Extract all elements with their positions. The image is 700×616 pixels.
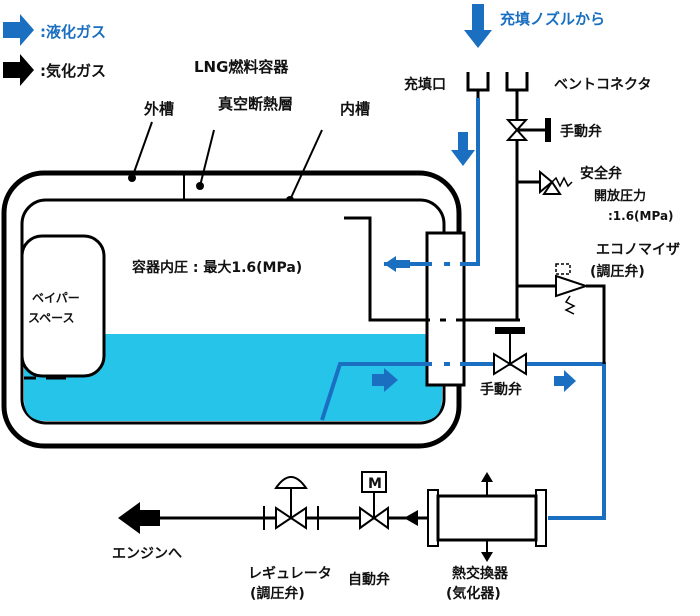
economizer-sub-label: (調圧弁) — [590, 263, 645, 280]
vapor-return-line — [344, 216, 520, 322]
heat-exchanger-label: 熱交換器 — [452, 565, 509, 582]
regulator-sub-label: (調圧弁) — [250, 585, 305, 602]
economizer-valve-body-icon — [555, 274, 590, 298]
outer-tank-label: 外槽 — [143, 100, 174, 118]
economizer-label: エコノマイザ — [596, 242, 680, 258]
legend-liquid-label: :液化ガス — [40, 23, 106, 41]
legend-liquid: :液化ガス — [3, 14, 106, 46]
inner-tank-label: 内槽 — [340, 100, 370, 118]
economizer-branch-out — [586, 284, 606, 364]
heat-exchanger-body — [436, 494, 538, 542]
regulator-diaphragm-icon — [274, 476, 308, 489]
from-nozzle-arrow-icon — [464, 4, 492, 48]
heat-exchanger[interactable] — [427, 472, 547, 562]
liquid-lng — [24, 334, 442, 421]
legend-blue-arrow-icon — [3, 14, 34, 46]
diagram-title: LNG燃料容器 — [194, 58, 289, 76]
vacuum-leader — [199, 129, 215, 187]
manual-valve-mid[interactable] — [493, 327, 527, 376]
manual-valve-top-handle-icon — [545, 118, 551, 142]
vent-connector-icon — [505, 72, 529, 92]
relief-pressure-value: :1.6(MPa) — [608, 209, 674, 223]
manual-valve-top[interactable] — [505, 118, 551, 142]
relief-pressure-label: 開放圧力 — [594, 188, 646, 204]
economizer-valve-pilot-icon — [555, 263, 571, 275]
from-nozzle-label: 充填ノズルから — [500, 10, 605, 28]
filling-port-label: 充填口 — [404, 76, 446, 93]
manual-valve-mid-handle-icon — [495, 327, 525, 334]
outer-tank-leader — [131, 121, 153, 179]
auto-valve-body-icon — [359, 506, 389, 530]
safety-valve-outlet-icon — [542, 180, 562, 195]
manual-valve-top-label: 手動弁 — [560, 123, 602, 140]
legend-vapor: :気化ガス — [3, 54, 106, 86]
heat-exchanger-down-arrow-icon — [481, 552, 493, 562]
outer-tank-dot — [128, 174, 136, 182]
regulator-label: レギュレータ — [248, 565, 332, 582]
flow-arrow-right-inner-icon — [372, 368, 398, 392]
vapor-space-label-1: ベイパー — [32, 291, 80, 305]
safety-valve-body-icon — [539, 169, 554, 195]
to-engine-label: エンジンへ — [112, 546, 182, 562]
vapor-flow-arrow-icon — [404, 510, 418, 526]
economizer-valve[interactable] — [555, 263, 590, 315]
auto-valve-label: 自動弁 — [348, 571, 390, 588]
inner-tank-leader — [289, 129, 323, 201]
vapor-space-label-2: スペース — [28, 311, 75, 325]
heat-exchanger-up-arrow-icon — [481, 472, 493, 482]
to-engine-arrow-icon — [118, 502, 160, 534]
filling-line — [384, 98, 480, 266]
manual-valve-mid-label: 手動弁 — [480, 381, 522, 398]
safety-valve-spring-icon — [551, 176, 573, 188]
legend-vapor-label: :気化ガス — [40, 62, 106, 80]
flow-arrow-left-icon — [384, 256, 410, 272]
vacuum-insulation-label: 真空断熱層 — [218, 95, 293, 113]
filling-down-arrow-icon — [451, 132, 475, 166]
heat-exchanger-sub-label: (気化器) — [446, 585, 501, 602]
vapor-space-box — [20, 234, 106, 378]
internal-pressure-label: 容器内圧 : 最大1.6(MPa) — [131, 259, 302, 276]
safety-valve[interactable] — [539, 169, 573, 195]
economizer-block — [425, 231, 466, 387]
economizer-valve-spring-icon — [564, 295, 576, 315]
flow-arrow-right-outer-icon — [554, 370, 576, 392]
auto-valve-motor-label: M — [368, 476, 382, 492]
legend-black-arrow-icon — [3, 54, 34, 86]
regulator[interactable] — [263, 476, 319, 530]
filling-port-icon — [466, 72, 490, 92]
vacuum-dot — [196, 182, 204, 190]
manual-valve-mid-body-icon — [493, 352, 527, 376]
regulator-body-icon — [275, 506, 307, 530]
vent-connector-label: ベントコネクタ — [554, 77, 651, 93]
leader-lines — [131, 121, 323, 201]
safety-valve-label: 安全弁 — [580, 165, 622, 182]
auto-valve[interactable]: M — [359, 471, 389, 530]
